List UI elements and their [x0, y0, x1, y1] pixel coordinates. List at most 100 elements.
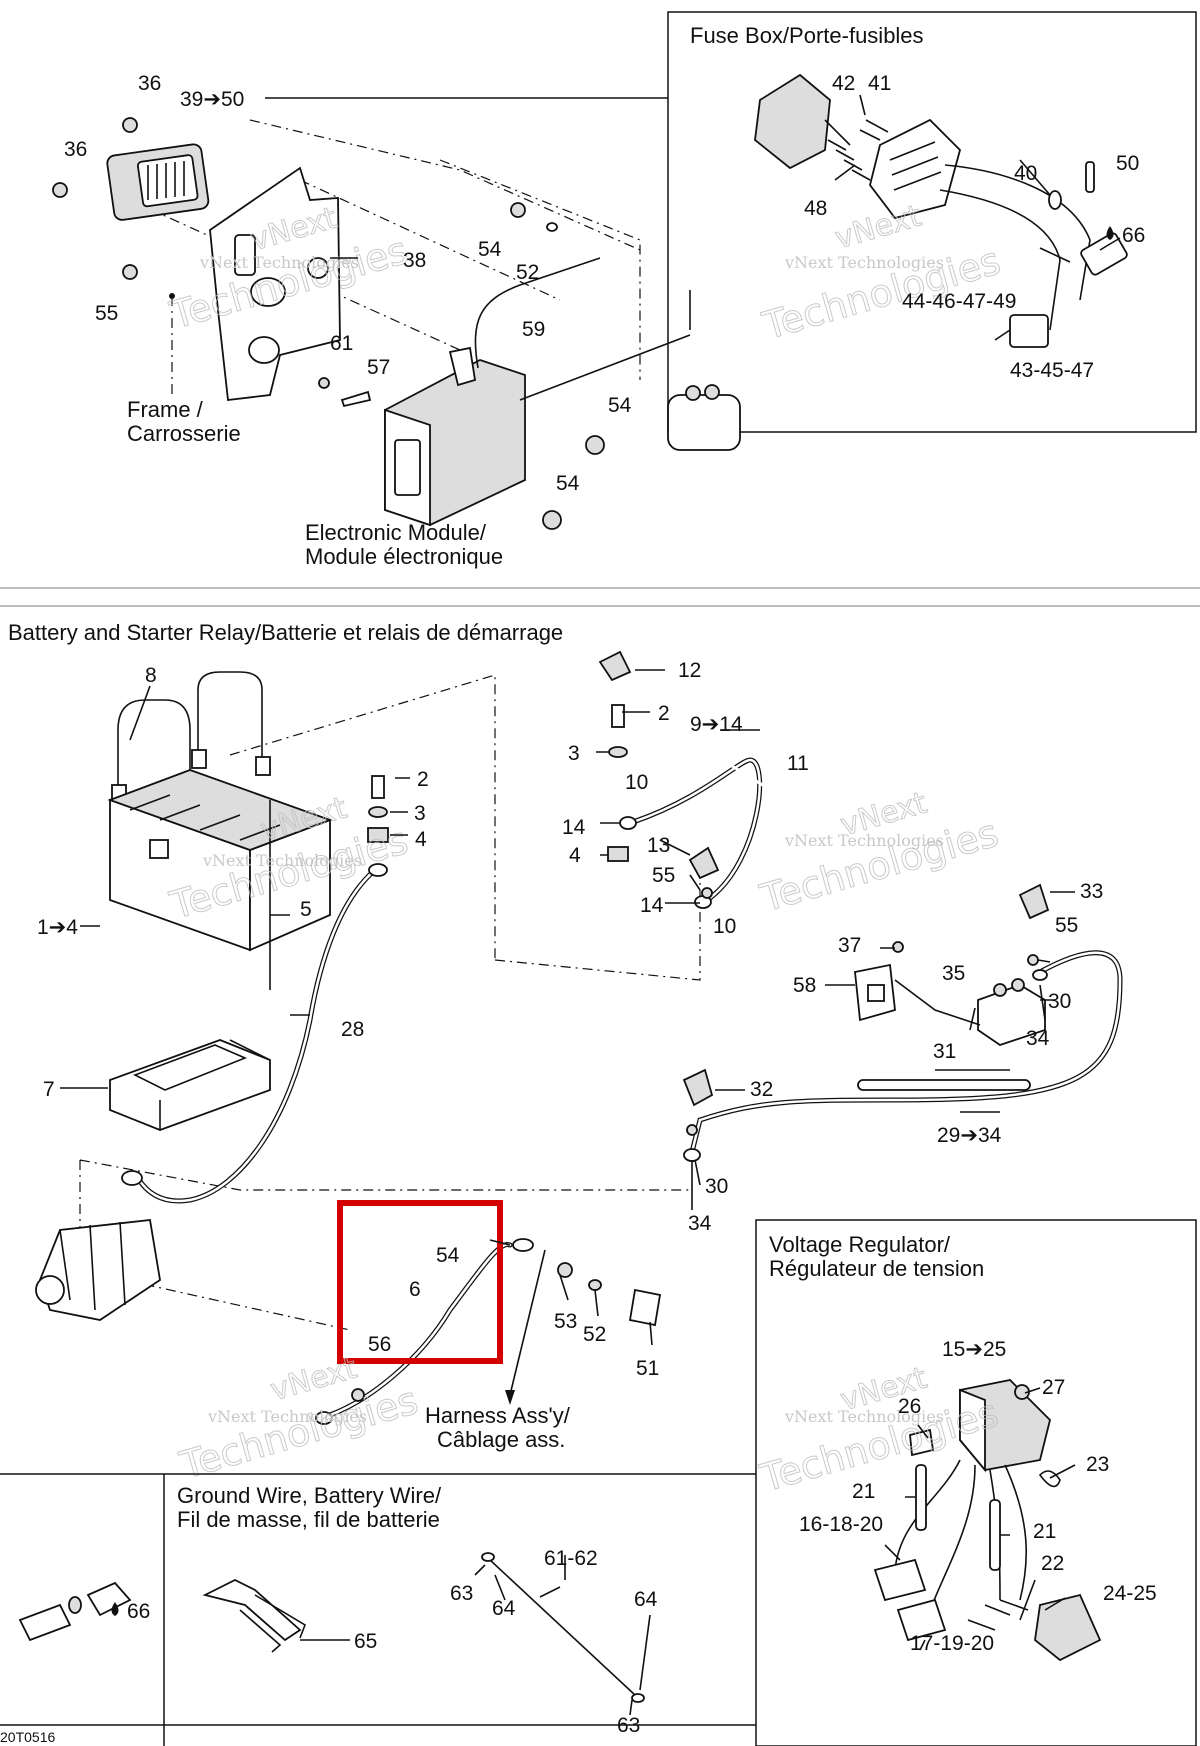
svg-text:4: 4: [415, 828, 427, 851]
battery-title: Battery and Starter Relay/Batterie et re…: [8, 620, 563, 645]
watermark-regulator: vNext Technologies Technologies vNext: [755, 1360, 1004, 1501]
svg-text:30: 30: [1048, 990, 1071, 1013]
frame-caption-1: Frame /: [127, 397, 204, 422]
battery-dashed: [229, 674, 701, 981]
connector-24: [1034, 1593, 1102, 1662]
svg-text:13: 13: [647, 834, 670, 857]
svg-text:55: 55: [652, 864, 675, 887]
svg-text:54: 54: [436, 1244, 460, 1267]
battery-callouts: 8 2 3 4 5 1➔4 28 7 12 2 9➔14 3 11 10 14 …: [37, 659, 1103, 1380]
svg-text:31: 31: [933, 1040, 956, 1063]
ground-callouts: 61-62 63 64 64 63: [450, 1547, 658, 1737]
svg-text:64: 64: [634, 1588, 658, 1611]
svg-text:3: 3: [568, 742, 580, 765]
svg-text:55: 55: [95, 302, 118, 325]
svg-text:17-19-20: 17-19-20: [910, 1632, 994, 1655]
strap-right: [197, 671, 263, 760]
regulator-callouts: 15➔25 27 26 23 21 16-18-20 21 22 24-25 1…: [799, 1338, 1157, 1655]
highlight-box: [337, 1200, 503, 1364]
nut-4a: [367, 827, 389, 843]
frame-caption-2: Carrosserie: [127, 421, 241, 446]
wire-61-62: [489, 1559, 636, 1696]
svg-text:27: 27: [1042, 1376, 1065, 1399]
battery-tray: [109, 1039, 271, 1131]
harness-caption-2: Câblage ass.: [437, 1427, 565, 1452]
washer-3b: [608, 746, 628, 758]
ground-title-1: Ground Wire, Battery Wire/: [177, 1483, 442, 1508]
fuse-leaders: [824, 94, 1121, 341]
svg-text:61-62: 61-62: [544, 1547, 598, 1570]
svg-text:38: 38: [403, 249, 426, 272]
voltage-regulator-section: Voltage Regulator/ Régulateur de tension…: [755, 1219, 1197, 1746]
svg-text:2: 2: [417, 768, 429, 791]
svg-text:14: 14: [562, 816, 586, 839]
svg-text:vNext Technologies: vNext Technologies: [199, 253, 359, 272]
wire-6-lug-end: [315, 1411, 333, 1425]
bolt-2a: [371, 775, 385, 799]
svg-text:55: 55: [1055, 914, 1078, 937]
grease-drop-icon-2: [111, 1602, 119, 1616]
svg-text:48: 48: [804, 197, 827, 220]
starter-motor: [35, 1219, 161, 1321]
nut-55c: [1027, 954, 1039, 966]
svg-text:vNext Technologies: vNext Technologies: [207, 1407, 367, 1426]
svg-text:36: 36: [64, 138, 87, 161]
cable-10: [627, 757, 763, 903]
svg-text:26: 26: [898, 1395, 921, 1418]
svg-text:33: 33: [1080, 880, 1103, 903]
svg-text:56: 56: [368, 1333, 391, 1356]
bracket-slot: [234, 234, 256, 276]
svg-text:52: 52: [583, 1323, 606, 1346]
svg-text:39➔50: 39➔50: [180, 88, 244, 111]
terminal-left-1: [18, 1603, 72, 1642]
fuse-connector-43: [1009, 314, 1049, 348]
svg-text:54: 54: [478, 238, 502, 261]
svg-text:vNext: vNext: [831, 199, 925, 257]
ground-lead: [519, 334, 691, 401]
relay-bracket-slot: [867, 984, 885, 1002]
relay-bracket-arm: [894, 979, 981, 1026]
washer-61: [318, 377, 330, 389]
wire-end-63b: [631, 1693, 645, 1703]
screw-36b: [52, 182, 68, 198]
svg-text:2: 2: [658, 702, 670, 725]
svg-text:43-45-47: 43-45-47: [1010, 359, 1094, 382]
svg-text:64: 64: [492, 1597, 516, 1620]
harness-caption-1: Harness Ass'y/: [425, 1403, 571, 1428]
lug-30b: [683, 1148, 701, 1162]
nut-34: [686, 1124, 698, 1136]
fuse-box-title: Fuse Box/Porte-fusibles: [690, 23, 924, 48]
terminal-left-2: [86, 1581, 132, 1617]
svg-text:21: 21: [1033, 1520, 1056, 1543]
svg-text:10: 10: [625, 771, 648, 794]
svg-text:16-18-20: 16-18-20: [799, 1513, 883, 1536]
strap-clip-4: [255, 756, 271, 776]
crimp-tool-handles: [239, 1594, 306, 1653]
svg-text:35: 35: [942, 962, 965, 985]
module-caption-2: Module électronique: [305, 544, 503, 569]
svg-text:4: 4: [569, 844, 581, 867]
svg-text:21: 21: [852, 1480, 875, 1503]
ground-title-2: Fil de masse, fil de batterie: [177, 1507, 440, 1532]
top-section: Fuse Box/Porte-fusibles: [52, 11, 1197, 569]
svg-text:9➔14: 9➔14: [690, 713, 743, 736]
electronic-module: [384, 346, 526, 527]
fuse-wire-1: [944, 164, 1091, 301]
grease-drop-icon: [1106, 226, 1114, 240]
regulator-leaders: [884, 1387, 1076, 1651]
wire-end-63a: [481, 1552, 495, 1562]
svg-text:57: 57: [367, 356, 390, 379]
svg-text:59: 59: [522, 318, 545, 341]
screw-36a: [122, 117, 138, 133]
svg-text:vNext Technologies: vNext Technologies: [202, 851, 362, 870]
bolt-2b: [611, 704, 625, 728]
washer-52b: [588, 1279, 602, 1291]
svg-text:54: 54: [556, 472, 580, 495]
svg-text:58: 58: [793, 974, 816, 997]
svg-text:42: 42: [832, 72, 855, 95]
fuse-connector-44: [1080, 232, 1128, 276]
svg-text:40: 40: [1014, 162, 1037, 185]
crimp-tool: [202, 1578, 302, 1642]
svg-text:54: 54: [608, 394, 632, 417]
